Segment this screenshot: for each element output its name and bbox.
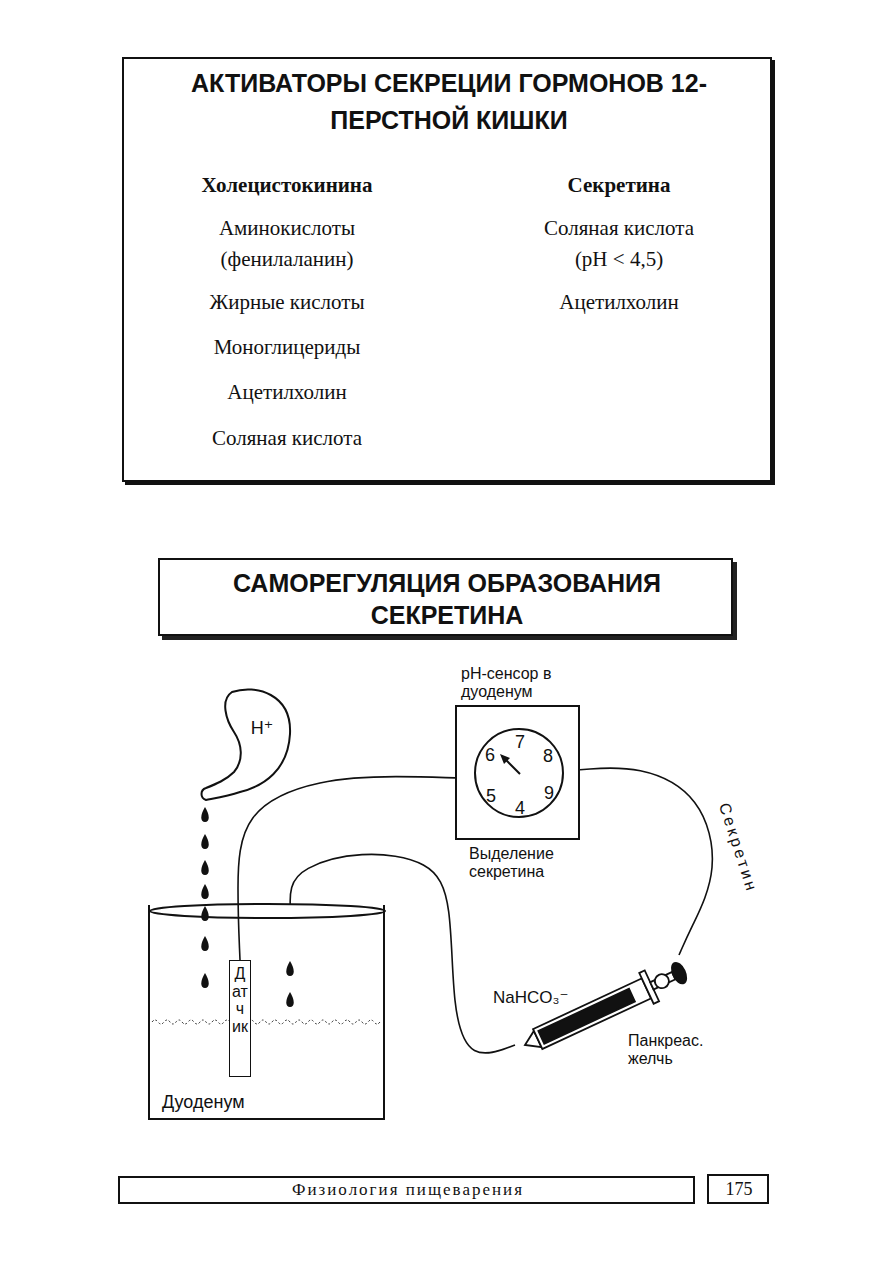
wire [580,768,712,955]
stomach-outline [202,689,291,800]
drop [201,906,209,921]
page-number-box: 175 [707,1174,769,1204]
drop [201,807,209,822]
footer-box: Физиология пищеварения [118,1176,695,1204]
syringe-label: Панкреас. желчь [628,1032,728,1068]
table-cell: Жирные кислоты [209,287,364,318]
beaker-outline [150,905,387,1120]
table-cell: Ацетилхолин [227,377,347,408]
ion-label: H⁺ [251,717,274,739]
vessel-label: Дуоденум [162,1091,245,1113]
dial-number: 8 [543,746,553,766]
edge-label: Секретин [714,799,761,898]
table-cell: Аминокислоты (фенилаланин) [197,213,377,275]
dial-number: 5 [486,786,496,806]
section-title-box: САМОРЕГУЛЯЦИЯ ОБРАЗОВАНИЯ СЕКРЕТИНА [158,558,733,636]
sensor-probe: Датчик [229,960,251,1077]
drop [201,860,209,875]
column-header: Холецистокинина [202,170,373,201]
dial-number: 9 [544,783,554,803]
tube [290,854,515,1053]
page-number: 175 [726,1179,753,1199]
liquid-surface [152,1020,380,1024]
dial: 78 945 6 [474,728,564,818]
dial-number: 4 [515,798,525,818]
chemical-formula: NaHCO₃⁻ [493,988,568,1008]
dial-number: 7 [515,732,525,752]
table-cell: Соляная кислота (pH < 4,5) [532,213,707,275]
footer-text: Физиология пищеварения [292,1180,524,1200]
plunger-ring [653,972,672,991]
table-heading: АКТИВАТОРЫ СЕКРЕЦИИ ГОРМОНОВ 12-ПЕРСТНОЙ… [164,65,734,139]
vessel-rim [150,904,385,918]
stomach: H⁺ [198,686,294,804]
wire [238,777,455,960]
plunger-knob [669,961,689,986]
sensor-caption: pH-сенсор в дуоденум [461,665,586,701]
ph-sensor-box: 789456pH-сенсор в дуоденумВыделение секр… [455,705,580,840]
drop [286,961,294,976]
drop [201,884,209,899]
dial-number: 6 [485,745,495,765]
drop [286,992,294,1007]
table-cell: Моноглицериды [214,332,361,363]
drop [201,936,209,951]
table-cell: Соляная кислота [212,423,362,454]
duodenum-vessel: ДатчикДуоденум [148,905,385,1120]
column-header: Секретина [568,170,671,201]
drop [201,834,209,849]
drop [201,973,209,988]
sensor-caption: Выделение секретина [469,845,599,881]
syringe-outline [515,955,715,1080]
activators-table-box: АКТИВАТОРЫ СЕКРЕЦИИ ГОРМОНОВ 12-ПЕРСТНОЙ… [122,57,772,482]
section-title: САМОРЕГУЛЯЦИЯ ОБРАЗОВАНИЯ СЕКРЕТИНА [175,567,720,631]
stomach-outline [198,686,294,804]
probe-label: Датчик [232,965,248,1035]
dial-hand-head [500,754,510,764]
syringe: NaHCO₃⁻Панкреас. желчь [515,955,715,1080]
table-cell: Ацетилхолин [559,287,679,318]
